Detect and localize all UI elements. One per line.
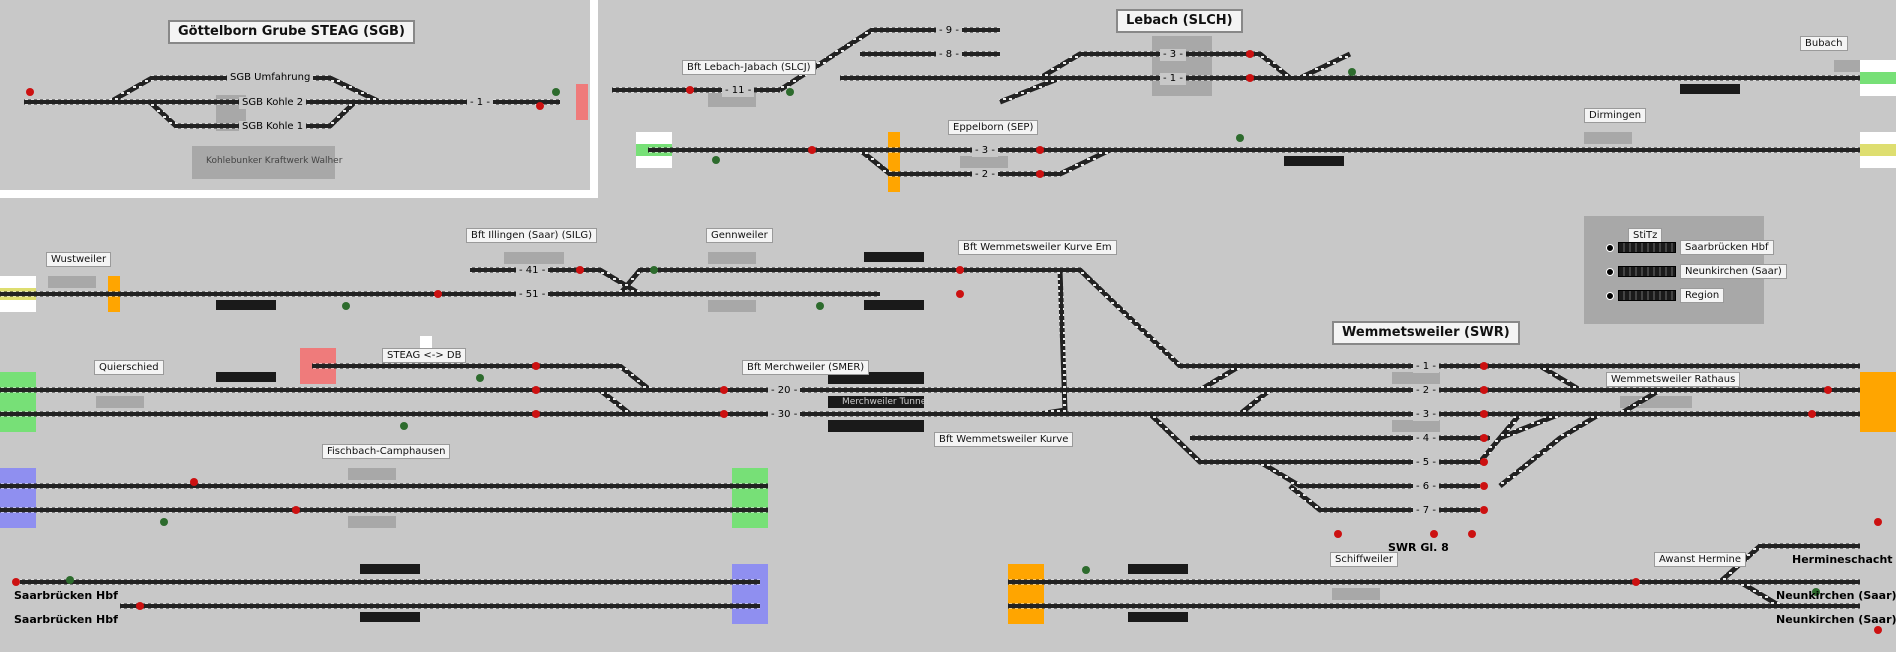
stitz-title: StiTz — [1628, 228, 1663, 243]
track-swr-5: - 5 - — [1413, 457, 1439, 469]
label-lebach-jabach: Bft Lebach-Jabach (SLCJ) — [682, 60, 816, 75]
stitz-label: Saarbrücken Hbf — [1680, 240, 1774, 255]
signals[interactable] — [12, 50, 1882, 634]
station-title-wemmetsweiler: Wemmetsweiler (SWR) — [1332, 321, 1520, 345]
track-silg-41: - 41 - — [516, 265, 549, 277]
track-slch-9: - 9 - — [936, 25, 962, 37]
track-swr-1: - 1 - — [1413, 361, 1439, 373]
exit-neunkirchen-1: Neunkirchen (Saar) — [1776, 589, 1896, 602]
track-swr-7: - 7 - — [1413, 505, 1439, 517]
track-sep-2: - 2 - — [972, 169, 998, 181]
track-slcj-11: - 11 - — [722, 85, 755, 97]
stitz-row-saarbruecken[interactable]: Saarbrücken Hbf — [1606, 240, 1774, 255]
track-smer-20: - 20 - — [768, 385, 801, 397]
track-sep-3: - 3 - — [972, 145, 998, 157]
track-lines — [0, 27, 1860, 609]
stitz-button[interactable] — [1618, 290, 1676, 301]
label-merchweiler-tunnel: Merchweiler Tunnel — [842, 397, 929, 407]
exit-saarbruecken-2: Saarbrücken Hbf — [14, 613, 118, 626]
label-bubach: Bubach — [1800, 36, 1848, 51]
label-dirmingen: Dirmingen — [1584, 108, 1647, 123]
track-sgb-kohle2: SGB Kohle 2 — [239, 97, 307, 109]
label-wustweiler: Wustweiler — [46, 252, 112, 267]
label-gennweiler: Gennweiler — [706, 228, 773, 243]
exit-neunkirchen-2: Neunkirchen (Saar) — [1776, 613, 1896, 626]
label-steag-db: STEAG <-> DB — [382, 348, 467, 363]
label-illingen: Bft Illingen (Saar) (SILG) — [466, 228, 598, 243]
label-eppelborn: Eppelborn (SEP) — [948, 120, 1039, 135]
stitz-button[interactable] — [1618, 266, 1676, 277]
stitz-dot-icon — [1606, 267, 1614, 276]
label-schiffweiler: Schiffweiler — [1330, 552, 1399, 567]
green-signals[interactable] — [66, 68, 1820, 596]
label-quierschied: Quierschied — [94, 360, 164, 375]
track-sgb-umfahrung: SGB Umfahrung — [227, 72, 314, 84]
track-smer-30: - 30 - — [768, 409, 801, 421]
label-merchweiler: Bft Merchweiler (SMER) — [742, 360, 870, 375]
stitz-row-neunkirchen[interactable]: Neunkirchen (Saar) — [1606, 264, 1787, 279]
station-title-lebach: Lebach (SLCH) — [1116, 9, 1243, 33]
track-sgb-1: - 1 - — [467, 97, 493, 109]
track-swr-3: - 3 - — [1413, 409, 1439, 421]
label-kurve-em: Bft Wemmetsweiler Kurve Em — [958, 240, 1117, 255]
track-slch-8: - 8 - — [936, 49, 962, 61]
stitz-panel: StiTz Saarbrücken Hbf Neunkirchen (Saar)… — [1584, 216, 1787, 324]
stitz-label: Neunkirchen (Saar) — [1680, 264, 1787, 279]
label-fischbach: Fischbach-Camphausen — [322, 444, 451, 459]
station-title-goettelborn: Göttelborn Grube STEAG (SGB) — [168, 20, 415, 44]
track-sgb-kohle1: SGB Kohle 1 — [239, 121, 307, 133]
stitz-label: Region — [1680, 288, 1725, 303]
stitz-dot-icon — [1606, 243, 1614, 252]
label-awanst-hermine: Awanst Hermine — [1654, 552, 1747, 567]
stitz-row-region[interactable]: Region — [1606, 288, 1725, 303]
track-slch-3: - 3 - — [1160, 49, 1186, 61]
track-slch-1: - 1 - — [1160, 73, 1186, 85]
track-silg-51: - 51 - — [516, 289, 549, 301]
exit-saarbruecken-1: Saarbrücken Hbf — [14, 589, 118, 602]
kohlebunker-label: Kohlebunker Kraftwerk Walher — [206, 156, 343, 166]
track-swr-2: - 2 - — [1413, 385, 1439, 397]
stitz-dot-icon — [1606, 291, 1614, 300]
exit-hermineschacht: Hermineschacht — [1792, 553, 1893, 566]
stitz-button[interactable] — [1618, 242, 1676, 253]
exit-swr-gl8: SWR Gl. 8 — [1388, 541, 1449, 554]
track-swr-4: - 4 - — [1413, 433, 1439, 445]
label-kurve: Bft Wemmetsweiler Kurve — [934, 432, 1074, 447]
train-number-fields — [216, 84, 1740, 622]
label-rathaus: Wemmetsweiler Rathaus — [1606, 372, 1741, 387]
track-swr-6: - 6 - — [1413, 481, 1439, 493]
